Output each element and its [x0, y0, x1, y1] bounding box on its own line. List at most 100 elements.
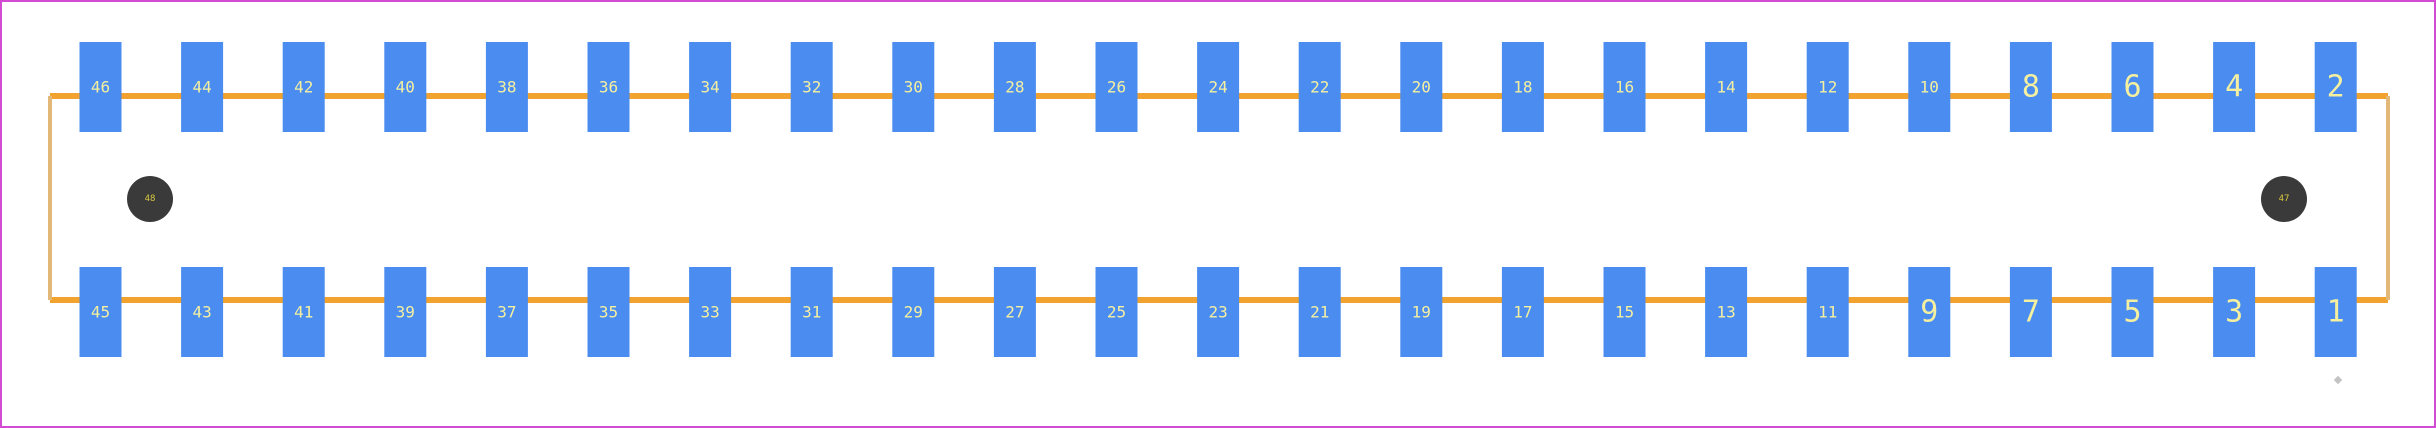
pad[interactable]: 12	[1806, 42, 1849, 132]
pad[interactable]: 5	[2111, 267, 2154, 357]
pad[interactable]: 13	[1705, 267, 1748, 357]
pad[interactable]: 22	[1298, 42, 1341, 132]
pad-body[interactable]	[587, 267, 630, 357]
pad-body[interactable]	[1400, 42, 1443, 132]
pad-body[interactable]	[1400, 267, 1443, 357]
pad-body[interactable]	[689, 42, 732, 132]
pad-body[interactable]	[2213, 42, 2256, 132]
pad[interactable]: 29	[892, 267, 935, 357]
pad-body[interactable]	[892, 267, 935, 357]
pad-body[interactable]	[689, 267, 732, 357]
pad-body[interactable]	[1298, 42, 1341, 132]
pad[interactable]: 14	[1705, 42, 1748, 132]
pad-body[interactable]	[282, 267, 325, 357]
pad[interactable]: 32	[790, 42, 833, 132]
pad-body[interactable]	[1705, 267, 1748, 357]
pad-body[interactable]	[1501, 42, 1544, 132]
pad-body[interactable]	[993, 42, 1036, 132]
mount-hole[interactable]: 48	[127, 176, 173, 222]
pad-body[interactable]	[1908, 267, 1951, 357]
pad[interactable]: 27	[993, 267, 1036, 357]
pad[interactable]: 8	[2009, 42, 2052, 132]
mount-holes: 48 47	[127, 176, 2307, 222]
pad-body[interactable]	[1095, 267, 1138, 357]
pad[interactable]: 41	[282, 267, 325, 357]
pad[interactable]: 10	[1908, 42, 1951, 132]
pad[interactable]: 9	[1908, 267, 1951, 357]
pad[interactable]: 31	[790, 267, 833, 357]
pad[interactable]: 11	[1806, 267, 1849, 357]
pad-body[interactable]	[384, 42, 427, 132]
pad-body[interactable]	[1197, 42, 1240, 132]
pad-body[interactable]	[1603, 42, 1646, 132]
pad-body[interactable]	[282, 42, 325, 132]
pad-body[interactable]	[2009, 267, 2052, 357]
mount-hole-pad[interactable]	[127, 176, 173, 222]
pad[interactable]: 30	[892, 42, 935, 132]
pad-body[interactable]	[1298, 267, 1341, 357]
pad-body[interactable]	[79, 42, 122, 132]
pad[interactable]: 20	[1400, 42, 1443, 132]
mount-hole[interactable]: 47	[2261, 176, 2307, 222]
pad[interactable]: 4	[2213, 42, 2256, 132]
pad[interactable]: 18	[1501, 42, 1544, 132]
pad-body[interactable]	[1806, 267, 1849, 357]
pad-body[interactable]	[181, 267, 224, 357]
pad-body[interactable]	[1197, 267, 1240, 357]
pad[interactable]: 39	[384, 267, 427, 357]
pad[interactable]: 21	[1298, 267, 1341, 357]
pad[interactable]: 24	[1197, 42, 1240, 132]
pad[interactable]: 33	[689, 267, 732, 357]
pad[interactable]: 38	[485, 42, 528, 132]
pad-body[interactable]	[2111, 267, 2154, 357]
pad[interactable]: 36	[587, 42, 630, 132]
pad[interactable]: 45	[79, 267, 122, 357]
pad[interactable]: 35	[587, 267, 630, 357]
pad-body[interactable]	[485, 267, 528, 357]
pad-body[interactable]	[892, 42, 935, 132]
pad[interactable]: 40	[384, 42, 427, 132]
pad-body[interactable]	[2213, 267, 2256, 357]
pad[interactable]: 42	[282, 42, 325, 132]
pad[interactable]: 17	[1501, 267, 1544, 357]
origin-marker	[2333, 375, 2343, 385]
pad[interactable]: 28	[993, 42, 1036, 132]
pad[interactable]: 34	[689, 42, 732, 132]
pad-body[interactable]	[1908, 42, 1951, 132]
pad-body[interactable]	[1095, 42, 1138, 132]
pad[interactable]: 3	[2213, 267, 2256, 357]
pad-body[interactable]	[384, 267, 427, 357]
pad[interactable]: 26	[1095, 42, 1138, 132]
pad-body[interactable]	[2314, 42, 2357, 132]
mount-hole-pad[interactable]	[2261, 176, 2307, 222]
pad-body[interactable]	[2314, 267, 2357, 357]
pad[interactable]: 7	[2009, 267, 2052, 357]
pad-body[interactable]	[1705, 42, 1748, 132]
pad[interactable]: 16	[1603, 42, 1646, 132]
pad[interactable]: 6	[2111, 42, 2154, 132]
pad-body[interactable]	[587, 42, 630, 132]
pad-number: 19	[1412, 303, 1431, 322]
pad[interactable]: 37	[485, 267, 528, 357]
pad-body[interactable]	[1603, 267, 1646, 357]
pad[interactable]: 1	[2314, 267, 2357, 357]
pad[interactable]: 44	[181, 42, 224, 132]
pad-body[interactable]	[181, 42, 224, 132]
pad-body[interactable]	[485, 42, 528, 132]
pad[interactable]: 43	[181, 267, 224, 357]
pad-body[interactable]	[2009, 42, 2052, 132]
pad[interactable]: 2	[2314, 42, 2357, 132]
pad[interactable]: 46	[79, 42, 122, 132]
pad-body[interactable]	[2111, 42, 2154, 132]
pad-body[interactable]	[79, 267, 122, 357]
pad-number: 15	[1615, 303, 1634, 322]
pad[interactable]: 23	[1197, 267, 1240, 357]
pad[interactable]: 19	[1400, 267, 1443, 357]
pad-body[interactable]	[1806, 42, 1849, 132]
pad-body[interactable]	[1501, 267, 1544, 357]
pad-body[interactable]	[993, 267, 1036, 357]
pad[interactable]: 25	[1095, 267, 1138, 357]
pad-body[interactable]	[790, 42, 833, 132]
pad[interactable]: 15	[1603, 267, 1646, 357]
pad-body[interactable]	[790, 267, 833, 357]
